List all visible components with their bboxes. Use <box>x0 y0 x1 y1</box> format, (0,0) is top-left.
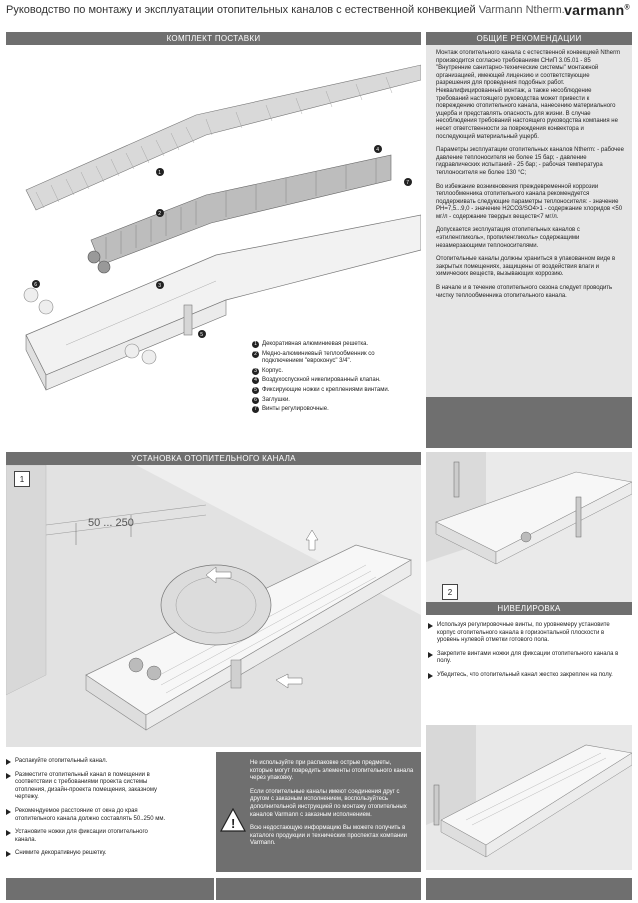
svg-text:4: 4 <box>376 147 379 153</box>
convector-body-drawing <box>23 214 422 391</box>
install-step-number: 1 <box>14 471 30 487</box>
install-step-item: Распакуйте отопительный канал. <box>6 758 166 766</box>
bottom-strip-right <box>426 878 632 900</box>
install-step-item: Разместите отопительный канал в помещени… <box>6 772 166 802</box>
convector-exploded-illustration: 1 2 3 4 5 6 7 <box>23 64 422 391</box>
general-paragraph: Монтаж отопительного канала с естественн… <box>436 50 621 140</box>
leveling-step-item: Закрепите винтами ножки для фиксации ото… <box>428 651 628 666</box>
svg-text:3: 3 <box>158 283 161 289</box>
leveling-step-item: Убедитесь, что отопительный канал жестко… <box>428 672 628 680</box>
install-room-illustration <box>5 464 421 747</box>
install-section-header: УСТАНОВКА ОТОПИТЕЛЬНОГО КАНАЛА <box>6 452 421 465</box>
svg-text:1: 1 <box>158 170 161 176</box>
heat-exchanger-drawing <box>87 154 392 274</box>
page-header: Руководство по монтажу и эксплуатации от… <box>6 4 565 16</box>
header-brand-text: Varmann Ntherm. <box>478 4 565 16</box>
install-step-item: Установите ножки для фиксации отопительн… <box>6 829 166 844</box>
general-recommendations-panel: Монтаж отопительного канала с естественн… <box>426 45 632 397</box>
fixing-feet-drawing <box>426 725 633 870</box>
general-paragraph: Допускается эксплуатация отопительных ка… <box>436 227 580 249</box>
bottom-strip-left <box>6 878 421 900</box>
general-paragraph: Параметры эксплуатации отопительных кана… <box>436 147 624 176</box>
general-paragraph: Во избежание возникновения преждевременн… <box>436 183 623 220</box>
warning-panel: ! Не используйте при распаковке острые п… <box>216 752 421 872</box>
leveling-illustration-bottom <box>426 725 633 870</box>
general-panel-footer <box>426 397 632 448</box>
leveling-drawing <box>426 452 633 602</box>
svg-text:7: 7 <box>406 180 409 186</box>
leveling-illustration: 2 <box>426 452 633 602</box>
svg-text:6: 6 <box>34 282 37 288</box>
warning-paragraph: Если отопительные каналы имеют соединени… <box>250 788 407 818</box>
svg-text:!: ! <box>231 816 235 831</box>
install-instructions: Распакуйте отопительный канал. Разместит… <box>6 758 166 864</box>
leveling-step-item: Используя регулировочные винты, по уровн… <box>428 622 628 645</box>
kit-section-header: КОМПЛЕКТ ПОСТАВКИ <box>6 32 421 45</box>
warning-icon: ! <box>220 808 246 832</box>
window-distance-label: 50 ... 250 <box>88 517 134 529</box>
general-paragraph: Отопительные каналы должны храниться в у… <box>436 256 616 278</box>
leveling-step-number: 2 <box>442 584 458 600</box>
general-section-header: ОБЩИЕ РЕКОМЕНДАЦИИ <box>426 32 632 45</box>
grille-drawing <box>25 64 422 211</box>
install-step-item: Рекомендуемое расстояние от окна до края… <box>6 808 166 823</box>
varmann-logo: varmann® <box>564 2 630 18</box>
leveling-instructions: Используя регулировочные винты, по уровн… <box>428 622 628 686</box>
warning-paragraph: Всю недостающую информацию Вы можете пол… <box>250 825 407 847</box>
header-title: Руководство по монтажу и эксплуатации от… <box>6 4 476 16</box>
warning-paragraph: Не используйте при распаковке острые пре… <box>250 760 414 782</box>
svg-text:2: 2 <box>158 211 161 217</box>
leveling-section-header: НИВЕЛИРОВКА <box>426 602 632 615</box>
general-paragraph: В начале и в течение отопительного сезон… <box>436 285 613 299</box>
install-step-item: Снимите декоративную решетку. <box>6 850 166 858</box>
install-illustration: 1 50 ... 250 <box>5 464 421 747</box>
svg-text:5: 5 <box>200 332 203 338</box>
